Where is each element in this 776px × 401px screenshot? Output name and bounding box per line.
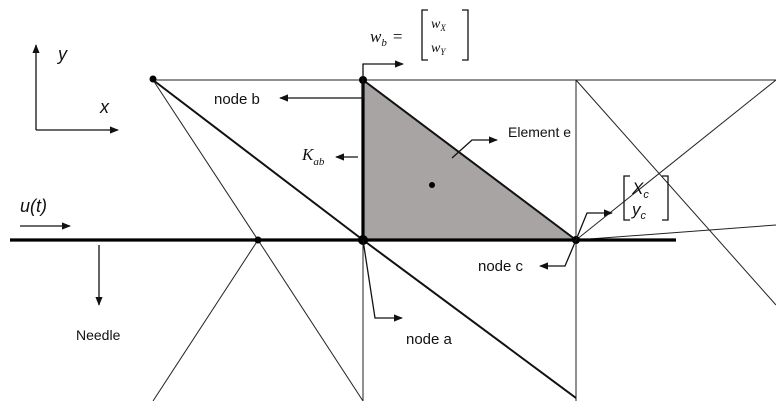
w-vector-row1: wX	[431, 17, 446, 33]
w-vector-row1-base: w	[431, 17, 441, 32]
c-vector-row2: yc	[631, 200, 647, 222]
w-vector-row2-sub: Y	[440, 47, 446, 57]
c-vector-right-bracket	[662, 175, 669, 221]
c-vector-row1-sub: c	[643, 189, 649, 201]
y-axis-label: y	[56, 44, 68, 64]
element-label: Element e	[508, 124, 571, 140]
w-vector-row1-sub: X	[439, 23, 446, 33]
c-vector-row1-base: X	[631, 179, 644, 198]
coordinate-axes	[32, 44, 119, 134]
w-vector-arrow	[362, 60, 404, 80]
node-a-arrow	[362, 239, 403, 322]
stiffness-base: K	[301, 145, 315, 164]
node-c-arrow	[539, 239, 577, 270]
w-vector-row2: wY	[431, 41, 446, 57]
w-vector-row2-base: w	[431, 41, 441, 56]
element-arrow	[451, 136, 498, 159]
mesh-thin-lines	[152, 79, 776, 401]
stiffness-sub: ab	[313, 156, 325, 168]
node-a-label: node a	[406, 331, 453, 348]
mesh-medium-lines	[152, 79, 577, 399]
w-vector-label: wb =	[370, 27, 402, 49]
node-dot-left	[254, 236, 262, 244]
w-vector-left-bracket	[421, 9, 428, 61]
input-label: u(t)	[20, 196, 47, 216]
c-vector-arrow	[575, 209, 613, 241]
node-c-label: node c	[478, 258, 524, 275]
node-dot-top-left	[149, 75, 157, 83]
w-vector-right-bracket	[462, 9, 469, 61]
c-vector-left-bracket	[623, 175, 630, 221]
node-b-label: node b	[214, 91, 260, 108]
w-vector-base: w	[370, 27, 382, 46]
needle-label: Needle	[76, 327, 121, 343]
c-vector-row1: Xc	[631, 179, 649, 201]
c-vector-row2-sub: c	[641, 210, 647, 222]
element-centroid-dot	[429, 182, 435, 188]
stiffness-label: Kab	[301, 145, 325, 168]
c-vector-row2-base: y	[631, 200, 642, 219]
w-vector-sub: b	[381, 37, 387, 49]
x-axis-label: x	[99, 97, 110, 117]
node-b-arrow	[279, 80, 364, 102]
w-vector-equals: =	[393, 27, 403, 46]
